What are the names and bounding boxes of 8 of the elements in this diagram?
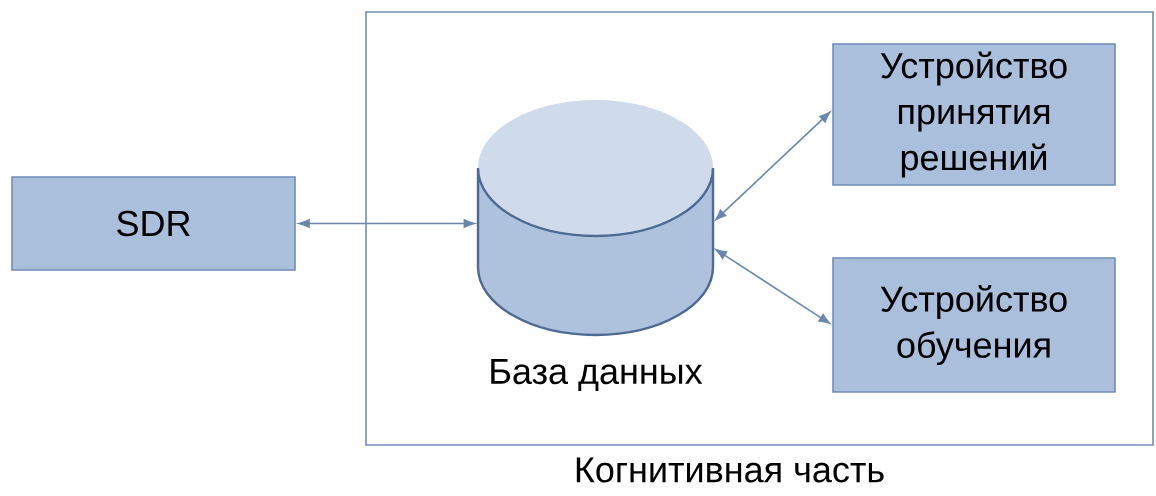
arrow: [715, 111, 831, 221]
node-label: База данных: [491, 359, 703, 391]
node-label: Когнитивная часть: [576, 457, 884, 483]
arrow: [715, 249, 831, 324]
process-box: Устройство принятия решений: [832, 43, 1116, 186]
process-box: Устройство обучения: [832, 257, 1116, 393]
process-box: SDR: [11, 176, 296, 271]
database-cylinder: [476, 100, 715, 337]
